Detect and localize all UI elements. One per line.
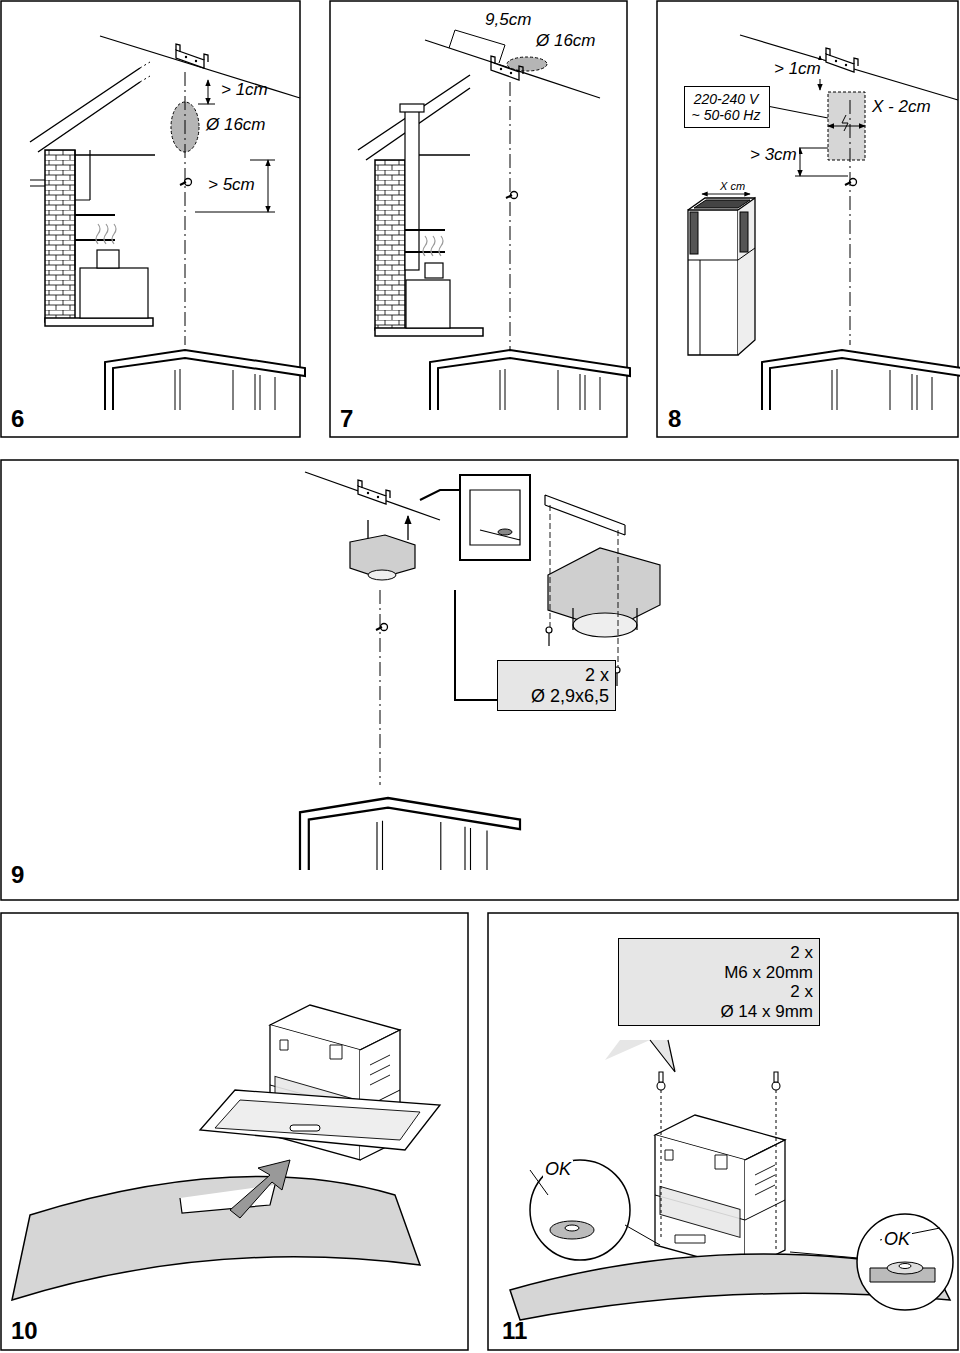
quantity: 2 x (699, 943, 813, 963)
callout-box: 220-240 V~ 50-60 Hz (684, 86, 770, 128)
dimension-label: X - 2cm (870, 98, 933, 117)
bolt-size: M6 x 20mm (699, 963, 813, 983)
voltage-rating: 220-240 V (689, 91, 763, 107)
dimension-label: > 3cm (748, 146, 799, 165)
quantity: 2 x (699, 982, 813, 1002)
quantity: 2 x (528, 665, 609, 686)
step-number: 11 (500, 1318, 529, 1344)
step-number: 7 (338, 406, 355, 432)
callout-box: 2 xØ 2,9x6,5 (497, 660, 616, 711)
diameter-label: Ø 16cm (204, 116, 268, 135)
dimension-label: > 1cm (219, 81, 270, 100)
washer-size: Ø 14 x 9mm (699, 1002, 813, 1022)
ok-mark: OK (543, 1160, 573, 1180)
dimension-label: X cm (718, 180, 747, 192)
dimension-label: 9,5cm (483, 11, 533, 30)
step-number: 8 (666, 406, 683, 432)
step-number: 9 (9, 862, 26, 888)
callout-box: 2 xM6 x 20mm2 xØ 14 x 9mm (618, 938, 820, 1026)
step-number: 6 (9, 406, 26, 432)
frequency-rating: ~ 50-60 Hz (689, 107, 763, 123)
ok-mark: OK (882, 1230, 912, 1250)
screw-size: Ø 2,9x6,5 (528, 686, 609, 707)
step-number: 10 (9, 1318, 40, 1344)
dimension-label: > 1cm (772, 60, 823, 79)
diameter-label: Ø 16cm (534, 32, 598, 51)
dimension-label: > 5cm (206, 176, 257, 195)
